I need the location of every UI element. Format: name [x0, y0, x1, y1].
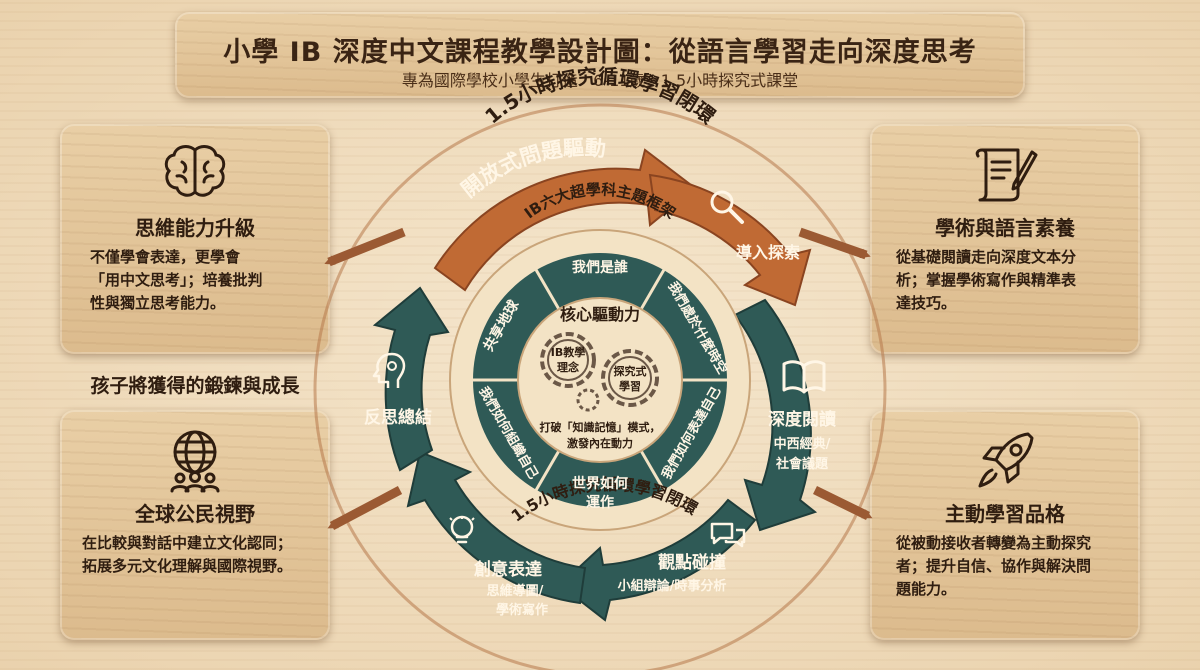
lightbulb-icon	[449, 515, 475, 544]
card-academic: 學術與語言素養 從基礎閱讀走向深度文本分 析；掌握學術寫作與精準表 達技巧。	[870, 124, 1140, 354]
arrow-academic	[798, 227, 871, 260]
core-gear-2-label: 學習	[619, 379, 641, 393]
step-reading-sub: 社會議題	[775, 456, 829, 472]
core-gear-1-label: 理念	[557, 360, 580, 374]
core-caption: 打破「知識記憶」模式，	[540, 420, 661, 434]
card-thinking: 思維能力升級 不僅學會表達，更學會 「用中文思考」；培養批判 性與獨立思考能力。	[60, 124, 330, 354]
card-body-line: 析；掌握學術寫作與精準表	[896, 271, 1077, 289]
card-body-line: 從被動接收者轉變為主動探究	[896, 534, 1092, 552]
scroll-pen-icon	[870, 142, 1140, 208]
card-title: 思維能力升級	[135, 216, 255, 240]
chat-bubbles-icon	[710, 522, 746, 548]
card-body: 從被動接收者轉變為主動探究 者；提升自信、協作與解決問 題能力。	[896, 532, 1126, 601]
gear-icon	[540, 332, 596, 388]
card-body-line: 達技巧。	[896, 294, 957, 312]
growth-arrows	[324, 227, 873, 530]
card-body-line: 「用中文思考」；培養批判	[90, 271, 263, 289]
rocket-icon	[870, 428, 1140, 498]
reading-arc	[733, 298, 818, 532]
growth-label: 孩子將獲得的鍛鍊與成長	[90, 375, 300, 397]
arrow-thinking	[324, 227, 406, 267]
core-caption: 激發內在動力	[567, 436, 633, 450]
core-title: 核心驅動力	[560, 305, 640, 324]
step-reflect-title: 反思總結	[364, 407, 432, 428]
brain-icon	[60, 142, 330, 208]
magnifier-icon	[710, 190, 744, 224]
card-body-line: 性與獨立思考能力。	[90, 294, 226, 312]
intro-arc	[648, 173, 812, 307]
card-body-line: 從基礎閱讀走向深度文本分	[896, 248, 1077, 266]
card-body: 從基礎閱讀走向深度文本分 析；掌握學術寫作與精準表 達技巧。	[896, 246, 1126, 315]
card-proactive: 主動學習品格 從被動接收者轉變為主動探究 者；提升自信、協作與解決問 題能力。	[870, 410, 1140, 640]
step-reading-title: 深度閱讀	[768, 409, 836, 430]
step-create-sub: 學術寫作	[496, 602, 548, 618]
reflect-arc	[372, 286, 450, 472]
card-body: 在比較與對話中建立文化認同； 拓展多元文化理解與國際視野。	[82, 532, 322, 578]
card-global: 全球公民視野 在比較與對話中建立文化認同； 拓展多元文化理解與國際視野。	[60, 410, 330, 640]
theme-world-works: 運作	[586, 494, 614, 511]
card-title: 學術與語言素養	[935, 216, 1075, 240]
step-intro-label: 導入探索	[736, 243, 800, 262]
gear-icon	[576, 388, 600, 412]
card-body-line: 者；提升自信、協作與解決問	[896, 557, 1092, 575]
card-title: 主動學習品格	[945, 502, 1065, 526]
header-banner	[175, 12, 1025, 98]
page-subtitle: 專為國際學校小學生打造 · 6-11歲 · 1.5小時探究式課堂	[401, 71, 799, 90]
card-body: 不僅學會表達，更學會 「用中文思考」；培養批判 性與獨立思考能力。	[90, 246, 310, 315]
gear-icon	[601, 349, 659, 407]
card-body-line: 題能力。	[896, 580, 957, 598]
card-body-line: 在比較與對話中建立文化認同；	[82, 534, 293, 552]
step-create-sub: 思維導圖/	[487, 583, 544, 599]
theme-ring	[471, 251, 729, 509]
card-body-line: 拓展多元文化理解與國際視野。	[82, 557, 293, 575]
head-reflection-icon	[372, 352, 406, 388]
core-gear-1-label: IB教學	[551, 345, 585, 359]
theme-world-works: 世界如何	[572, 475, 628, 492]
card-title: 全球公民視野	[135, 502, 255, 526]
card-body-line: 不僅學會表達，更學會	[90, 248, 241, 266]
arrow-global	[327, 486, 403, 530]
step-reading-sub: 中西經典/	[774, 436, 831, 452]
step-clash-sub: 小組辯論/時事分析	[618, 578, 727, 594]
core-gear-2-label: 探究式	[614, 364, 647, 378]
step-create-title: 創意表達	[473, 559, 542, 580]
theme-who-we-are: 我們是誰	[572, 259, 628, 276]
outer-loop-ring	[313, 103, 887, 670]
step-clash-title: 觀點碰撞	[658, 552, 726, 573]
arrow-proactive	[813, 485, 873, 521]
page-title: 小學 IB 深度中文課程教學設計圖：從語言學習走向深度思考	[223, 37, 977, 68]
book-icon	[782, 360, 826, 394]
globe-people-icon	[60, 428, 330, 498]
